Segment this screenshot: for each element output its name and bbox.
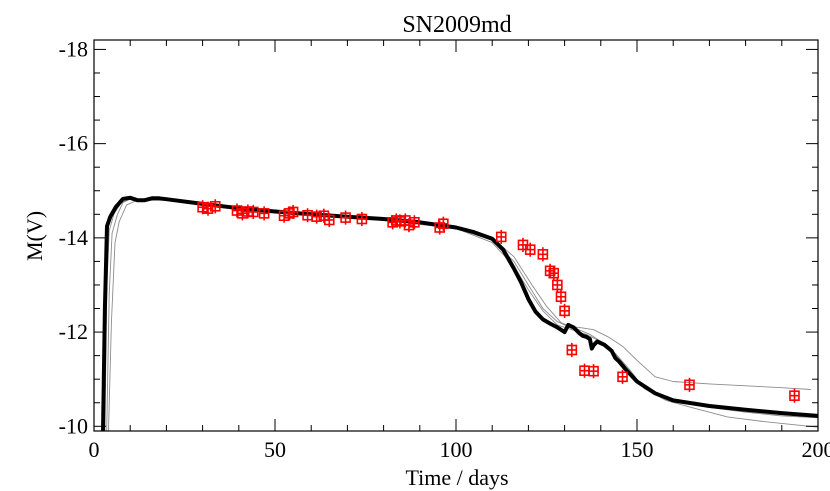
x-axis-ticks: 0 50 100 150 200 (89, 40, 830, 462)
x-axis-label: Time / days (405, 465, 508, 490)
square-marker (617, 371, 628, 383)
x-tick-label: 0 (89, 437, 100, 462)
y-axis-ticks: -10 -12 -14 -16 -18 (59, 36, 818, 438)
data-point (197, 200, 208, 215)
square-marker (202, 203, 214, 214)
x-tick-label: 100 (440, 437, 473, 462)
best-model-line (101, 195, 818, 431)
square-marker (287, 206, 299, 218)
square-marker (588, 365, 599, 377)
square-marker (387, 217, 398, 228)
x-tick-label: 200 (802, 437, 830, 462)
data-point (258, 206, 270, 221)
square-marker (559, 305, 570, 317)
x-tick-label: 50 (264, 437, 286, 462)
data-point (588, 364, 599, 379)
square-marker (789, 390, 800, 401)
data-point (684, 377, 695, 392)
square-marker (403, 219, 415, 231)
square-marker (495, 231, 507, 243)
square-marker (237, 208, 248, 219)
model-line-1 (106, 198, 811, 431)
plot-frame (93, 39, 819, 432)
y-tick-label: -10 (59, 413, 88, 438)
data-point (302, 208, 313, 223)
data-point (231, 203, 243, 218)
data-point (559, 303, 570, 318)
square-marker (197, 201, 208, 213)
square-marker (684, 379, 695, 391)
data-point (548, 266, 560, 281)
data-point (403, 218, 415, 233)
data-point (323, 212, 335, 228)
data-point (409, 215, 420, 230)
data-point (340, 210, 351, 225)
data-point (789, 388, 800, 403)
y-tick-label: -18 (59, 36, 88, 61)
y-tick-label: -14 (59, 225, 88, 250)
square-marker (340, 212, 351, 223)
model-line-3 (104, 198, 818, 431)
chart-title: SN2009md (402, 12, 511, 38)
square-marker (409, 217, 420, 228)
data-point (566, 342, 578, 358)
observed-points (197, 199, 800, 403)
data-point (555, 289, 567, 304)
data-point (394, 214, 406, 229)
square-marker (555, 291, 567, 303)
square-marker (438, 218, 449, 230)
data-point (438, 216, 449, 231)
data-point (537, 247, 549, 262)
square-marker (524, 244, 536, 255)
square-marker (231, 205, 243, 216)
y-tick-label: -16 (59, 131, 88, 156)
square-marker (544, 265, 556, 277)
y-axis-label: M(V) (22, 211, 47, 261)
square-marker (311, 211, 322, 222)
data-point (495, 229, 507, 244)
data-point (524, 242, 536, 257)
data-point (209, 199, 221, 214)
square-marker (258, 208, 270, 219)
square-marker (284, 208, 295, 219)
x-tick-label: 150 (621, 437, 654, 462)
y-tick-label: -12 (59, 319, 88, 344)
data-point (237, 206, 248, 221)
data-point (278, 208, 290, 223)
square-marker (209, 200, 221, 212)
data-point (552, 277, 563, 293)
square-marker (566, 344, 578, 356)
square-marker (323, 214, 335, 226)
data-point (287, 204, 299, 220)
data-point (284, 206, 295, 221)
square-marker (537, 249, 549, 260)
model-line-2 (108, 199, 818, 431)
model-curves (101, 195, 818, 431)
data-point (356, 211, 368, 227)
square-marker (247, 206, 259, 218)
square-marker (356, 213, 368, 225)
data-point (579, 363, 590, 378)
square-marker (548, 267, 560, 279)
data-point (247, 204, 259, 220)
square-marker (552, 279, 563, 291)
data-point (617, 369, 628, 384)
